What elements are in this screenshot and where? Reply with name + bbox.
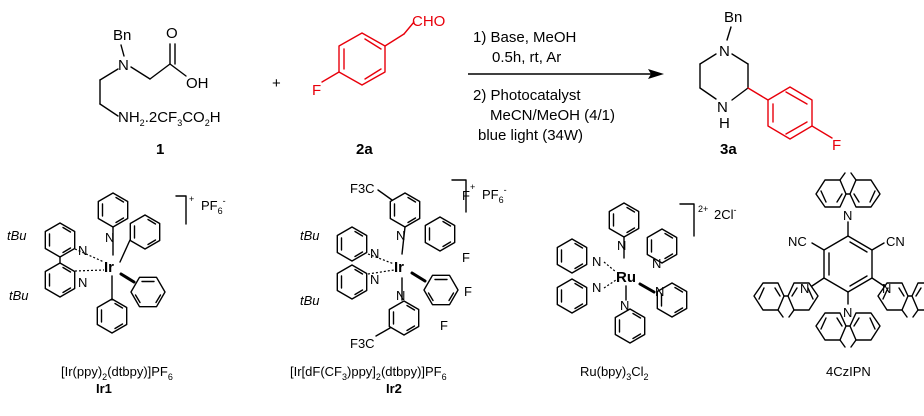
ru-n-atom: N xyxy=(592,280,601,295)
czipn-n-atom: N xyxy=(843,208,852,223)
condition-step1-line2: 0.5h, rt, Ar xyxy=(492,49,561,66)
czipn-n-atom: N xyxy=(882,281,891,296)
p-bn-label: Bn xyxy=(724,9,742,26)
plus-sign: + xyxy=(272,75,281,92)
ir2-tbu-bottom: tBu xyxy=(300,293,320,308)
ru-counterion: 2Cl- xyxy=(714,205,737,222)
ir1-charge: + xyxy=(189,194,194,204)
catalyst-ir1: + PF6- N N N tBu tBu Ir [Ir(ppy)2(dtbpy)… xyxy=(7,192,226,396)
ru-metal-center: Ru xyxy=(616,269,636,286)
bond xyxy=(99,103,119,117)
czipn-nc-group: NC xyxy=(788,234,807,249)
ru-n-atom: N xyxy=(592,254,601,269)
ir2-f-atom: F xyxy=(440,318,448,333)
ir2-n-atom: N xyxy=(396,228,405,243)
p-nh-atom: N xyxy=(717,99,728,116)
compound-1: Bn N O OH NH2.2CF3CO2H 1 xyxy=(99,25,221,158)
ir1-n-atom: N xyxy=(78,243,87,258)
catalyst-4czipn: N NC CN N N N 4CzIPN xyxy=(753,172,924,379)
ir2-f-atom: F xyxy=(462,250,470,265)
catalyst-ir2: + PF6- F3C F F N N N tBu tBu Ir F F N F3… xyxy=(290,179,507,396)
ir2-f-atom: F xyxy=(464,284,472,299)
bracket xyxy=(679,203,695,237)
condition-step2-line3: blue light (34W) xyxy=(478,127,583,144)
ir2-charge: + xyxy=(470,182,475,192)
condition-step2-line2: MeCN/MeOH (4/1) xyxy=(490,107,615,124)
ir1-formula: [Ir(ppy)2(dtbpy)]PF6 xyxy=(61,364,173,382)
p-n-atom: N xyxy=(719,43,730,60)
condition-step1-line1: 1) Base, MeOH xyxy=(473,29,576,46)
compound-1-label: 1 xyxy=(156,141,164,158)
ru-n-atom: N xyxy=(620,298,629,313)
bond xyxy=(130,66,151,80)
czipn-name: 4CzIPN xyxy=(826,364,871,379)
ir2-n-atom: N xyxy=(370,246,379,261)
condition-step2-line1: 2) Photocatalyst xyxy=(473,87,581,104)
czipn-n-atom: N xyxy=(843,305,852,320)
ru-n-atom: N xyxy=(617,238,626,253)
c1-bn-label: Bn xyxy=(113,27,131,44)
compound-2a-label: 2a xyxy=(356,141,373,158)
bracket xyxy=(175,195,187,225)
product-3a: Bn N N H F 3a xyxy=(699,9,841,158)
c1-o-atom: O xyxy=(166,25,178,42)
ir2-formula: [Ir[dF(CF3)ppy]2(dtbpy)]PF6 xyxy=(290,364,447,382)
ir1-n-atom: N xyxy=(78,275,87,290)
bond xyxy=(169,63,187,77)
ir2-tbu-top: tBu xyxy=(300,228,320,243)
ir2-f-atom: F xyxy=(462,188,470,203)
czipn-cn-group: CN xyxy=(886,234,905,249)
bracket xyxy=(451,179,467,213)
compound-2a: CHO F 2a xyxy=(312,13,445,158)
bond xyxy=(149,63,171,80)
c1-ammonium-salt: NH2.2CF3CO2H xyxy=(118,109,221,128)
ir1-tbu-bottom: tBu xyxy=(9,288,29,303)
ir1-n-atom: N xyxy=(105,230,114,245)
ru-n-atom: N xyxy=(655,284,664,299)
ir2-n-atom: N xyxy=(396,288,405,303)
c2-fluorine-atom: F xyxy=(312,82,321,99)
ir1-label: Ir1 xyxy=(96,381,112,396)
ru-charge: 2+ xyxy=(698,204,708,214)
bond xyxy=(99,68,119,81)
catalyst-ru: 2+ 2Cl- N N N N Ru N N Ru(bpy)3Cl2 xyxy=(556,202,737,382)
ir2-label: Ir2 xyxy=(386,381,402,396)
ir1-tbu-top: tBu xyxy=(7,228,27,243)
ru-n-atom: N xyxy=(652,256,661,271)
bond xyxy=(120,44,125,57)
reaction-conditions: 1) Base, MeOH 0.5h, rt, Ar 2) Photocatal… xyxy=(468,29,664,144)
c1-oh-group: OH xyxy=(186,75,209,92)
ir1-metal-center: Ir xyxy=(104,259,114,276)
ir1-counterion: PF6- xyxy=(201,196,226,216)
ir2-cf3-bottom: F3C xyxy=(350,336,375,351)
ir2-n-atom: N xyxy=(370,272,379,287)
p-fluorine-atom: F xyxy=(832,137,841,154)
ir2-metal-center: Ir xyxy=(394,259,404,276)
ir2-cf3-top: F3C xyxy=(350,181,375,196)
c2-aldehyde-group: CHO xyxy=(412,13,445,30)
ru-formula: Ru(bpy)3Cl2 xyxy=(580,364,649,382)
c1-n-atom: N xyxy=(118,57,129,74)
arrow-head xyxy=(648,69,664,79)
product-3a-label: 3a xyxy=(720,141,737,158)
p-nh-hydrogen: H xyxy=(719,115,730,132)
czipn-n-atom: N xyxy=(800,281,809,296)
ir2-counterion: PF6- xyxy=(482,185,507,205)
